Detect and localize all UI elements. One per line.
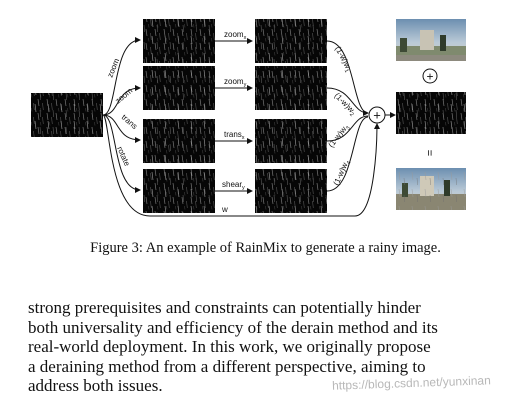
weight-label: (1-w)w1: [331, 45, 353, 74]
branch-connectors: [102, 37, 141, 193]
rainmix-figure: zoomx zoomy transx sheary (1-w)w1 (1-w)w…: [31, 19, 466, 217]
skip-weight-label: w: [221, 205, 228, 214]
paragraph-line: real-world deployment. In this work, we …: [28, 337, 431, 356]
paragraph-line: address both issues.: [28, 376, 163, 395]
op-arrows: [215, 38, 253, 194]
source-rain-image: [31, 93, 103, 137]
figure-caption: Figure 3: An example of RainMix to gener…: [90, 240, 441, 256]
paragraph-line: a deraining method from a different pers…: [28, 356, 426, 376]
op-label: transx: [224, 130, 245, 141]
paragraph-line: both universality and efficiency of the …: [28, 317, 438, 337]
op-label: zoomy: [224, 77, 247, 88]
body-paragraph: strong prerequisites and constraints can…: [28, 298, 498, 396]
plus-symbol: +: [422, 68, 438, 84]
paragraph-line: strong prerequisites and constraints can…: [28, 298, 421, 317]
augmented-images-column-2: [255, 19, 327, 213]
equals-symbol: =: [423, 150, 435, 156]
op-label: sheary: [222, 180, 245, 191]
weight-label: (1-w)w4: [332, 158, 353, 187]
rain-layer-image: [396, 92, 466, 134]
augmented-images-column-1: [143, 19, 215, 213]
clean-image-top: [396, 19, 466, 61]
sum-symbol: +: [373, 108, 381, 123]
branch-label: trans: [120, 113, 139, 131]
op-label: zoomx: [224, 30, 247, 41]
svg-text:+: +: [426, 70, 433, 84]
branch-label: zoom: [114, 86, 135, 106]
weight-label: (1-w)w3: [326, 122, 351, 150]
merge-connectors: [102, 40, 380, 217]
sum-node: +: [368, 106, 386, 124]
rainy-output-image: [396, 168, 466, 210]
